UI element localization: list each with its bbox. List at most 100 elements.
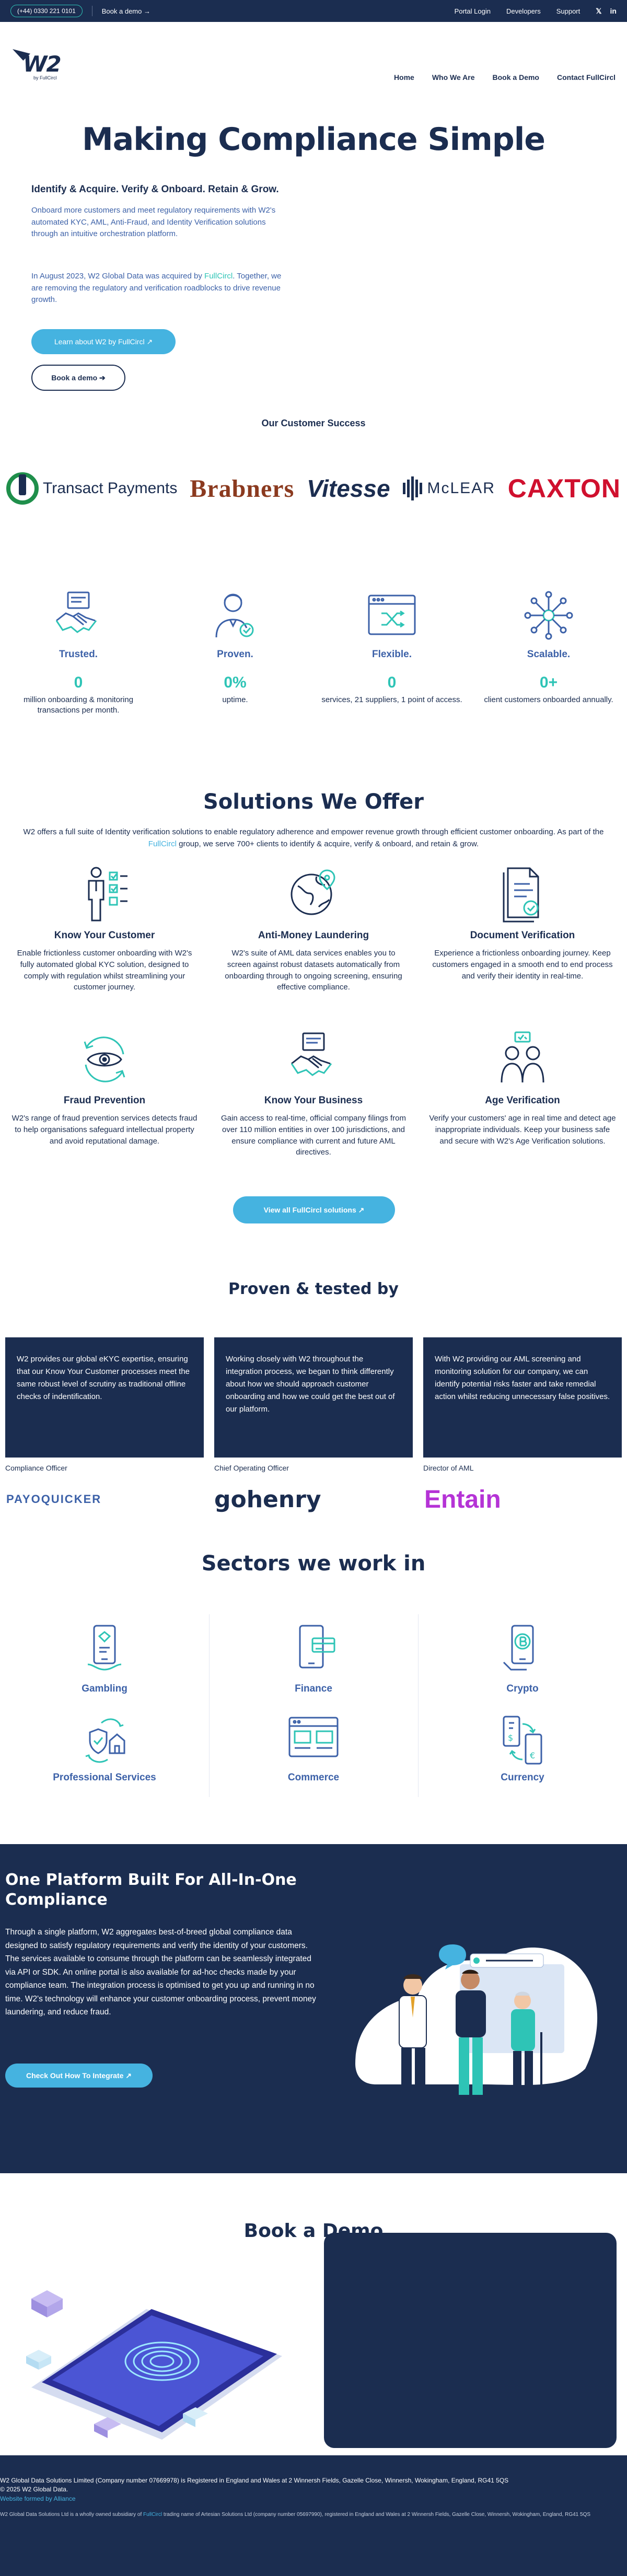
svg-text:$: $ — [508, 1733, 513, 1743]
testimonial-role: Director of AML — [423, 1464, 474, 1472]
transact-payments-logo: Transact Payments — [6, 472, 177, 505]
stat-number: 0+ — [539, 674, 558, 691]
phone-cards-icon — [78, 1623, 131, 1680]
customer-success-title: Our Customer Success — [261, 418, 366, 428]
sector-divider — [418, 1614, 419, 1797]
main-nav: Home Who We Are Book a Demo Contact Full… — [394, 73, 616, 81]
fullcircl-link[interactable]: FullCircl — [204, 272, 233, 281]
stat-proven: Proven. 0% uptime. — [165, 589, 306, 705]
testimonial-card: W2 provides our global eKYC expertise, e… — [5, 1337, 204, 1458]
stat-scalable: Scalable. 0+ client customers onboarded … — [478, 589, 619, 705]
hero-p2-text-end: . Together, we are removing the regulato… — [31, 272, 282, 304]
site-footer: W2 Global Data Solutions Limited (Compan… — [0, 2455, 627, 2576]
view-all-solutions-button[interactable]: View all FullCircl solutions ↗ — [233, 1196, 395, 1223]
social-links: 𝕏 in — [596, 7, 617, 16]
solutions-intro-text-end: group, we serve 700+ clients to identify… — [176, 839, 479, 848]
logo-text: W2 — [23, 51, 62, 77]
developers-link[interactable]: Developers — [506, 7, 541, 15]
shuffle-window-icon — [366, 589, 418, 642]
payoquicker-logo-text: PAYOQUICKER — [6, 1493, 102, 1506]
testimonial-role: Chief Operating Officer — [214, 1464, 289, 1472]
demo-form-panel[interactable] — [324, 2233, 617, 2448]
platform-section: One Platform Built For All-In-One Compli… — [0, 1844, 627, 2173]
vitesse-logo: Vitesse — [307, 475, 390, 502]
logo-subtext: by FullCircl — [33, 75, 57, 80]
solution-title: Know Your Customer — [54, 930, 155, 941]
business-handshake-icon — [287, 1030, 340, 1088]
hero-paragraph-1: Onboard more customers and meet regulato… — [31, 206, 276, 238]
solutions-title: Solutions We Offer — [203, 790, 424, 814]
hero-book-demo-button[interactable]: Book a demo ➔ — [31, 365, 125, 391]
payoquicker-logo: PAYOQUICKER — [6, 1484, 101, 1515]
integrate-button[interactable]: Check Out How To Integrate ↗ — [5, 2064, 153, 2088]
footer-copyright: © 2025 W2 Global Data. — [0, 2486, 68, 2493]
solution-description: Experience a frictionless onboarding jou… — [432, 949, 613, 981]
testimonial-role: Compliance Officer — [5, 1464, 67, 1472]
transact-mark-icon — [6, 472, 39, 505]
top-right-links: Portal Login Developers Support 𝕏 in — [455, 7, 617, 16]
stat-title: Trusted. — [59, 649, 98, 660]
stat-number: 0 — [74, 674, 83, 691]
sector-commerce: Commerce — [214, 1711, 413, 1784]
stat-description: uptime. — [222, 695, 248, 704]
sector-label: Finance — [295, 1683, 332, 1694]
platform-title: One Platform Built For All-In-One Compli… — [5, 1871, 297, 1909]
footer-alliance-link[interactable]: Website formed by Alliance — [0, 2495, 76, 2502]
w2-logo[interactable]: W2 by FullCircl — [13, 45, 75, 81]
hero-subtitle: Identify & Acquire. Verify & Onboard. Re… — [31, 184, 279, 195]
stat-title: Scalable. — [527, 649, 571, 660]
hero-paragraph-2: In August 2023, W2 Global Data was acqui… — [31, 271, 293, 306]
stat-title: Proven. — [217, 649, 253, 660]
sector-divider — [209, 1614, 210, 1797]
stat-description: million onboarding & monitoring transact… — [23, 695, 134, 715]
solution-kyc: Know Your Customer Enable frictionless c… — [5, 865, 204, 993]
solution-title: Document Verification — [470, 930, 575, 941]
document-check-icon — [496, 865, 549, 923]
twitter-icon[interactable]: 𝕏 — [596, 6, 602, 15]
sector-professional-services: Professional Services — [5, 1711, 204, 1784]
solution-age-verification: Age Verification Verify your customers' … — [423, 1030, 622, 1147]
handshake-icon — [52, 589, 104, 642]
solutions-fullcircl-link[interactable]: FullCircl — [148, 839, 177, 848]
stat-description: services, 21 suppliers, 1 point of acces… — [321, 695, 462, 704]
globe-pin-icon — [287, 865, 340, 923]
transact-logo-text: Transact Payments — [43, 480, 178, 497]
learn-about-button[interactable]: Learn about W2 by FullCircl ↗ — [31, 329, 176, 354]
portal-login-link[interactable]: Portal Login — [454, 7, 491, 15]
platform-text: Through a single platform, W2 aggregates… — [5, 1928, 316, 2017]
stat-flexible: Flexible. 0 services, 21 suppliers, 1 po… — [321, 589, 462, 705]
phone-card-icon — [287, 1623, 340, 1680]
solution-title: Anti-Money Laundering — [258, 930, 369, 941]
nav-contact[interactable]: Contact FullCircl — [556, 73, 616, 81]
browser-cart-icon — [287, 1711, 340, 1769]
sector-label: Professional Services — [53, 1772, 156, 1783]
nav-home[interactable]: Home — [393, 73, 414, 81]
shield-house-icon — [78, 1711, 131, 1769]
solution-kyb: Know Your Business Gain access to real-t… — [214, 1030, 413, 1158]
solution-description: Verify your customers' age in real time … — [429, 1114, 616, 1146]
solutions-intro: W2 offers a full suite of Identity verif… — [10, 826, 617, 850]
sector-label: Commerce — [287, 1772, 340, 1783]
caxton-logo: CAXTON — [507, 474, 621, 503]
testimonial-card: Working closely with W2 throughout the i… — [214, 1337, 413, 1458]
sector-label: Currency — [501, 1772, 544, 1783]
sector-label: Gambling — [82, 1683, 127, 1694]
nav-who-we-are[interactable]: Who We Are — [432, 73, 475, 81]
brabners-logo: Brabners — [190, 474, 295, 503]
stat-description: client customers onboarded annually. — [484, 695, 613, 704]
top-book-demo-link[interactable]: Book a demo → — [101, 7, 150, 15]
solution-description: Enable frictionless customer onboarding … — [17, 949, 192, 992]
solution-aml: Anti-Money Laundering W2's suite of AML … — [214, 865, 413, 993]
solution-description: W2's suite of AML data services enables … — [225, 949, 402, 992]
entain-logo: Entain — [424, 1484, 501, 1515]
solutions-intro-text: W2 offers a full suite of Identity verif… — [23, 827, 604, 836]
network-icon — [522, 589, 575, 642]
support-link[interactable]: Support — [556, 7, 580, 15]
nav-book-demo[interactable]: Book a Demo — [492, 73, 539, 81]
footer-fullcircl-link[interactable]: FullCircl — [143, 2512, 162, 2518]
phone-link[interactable]: (+44) 0330 221 0101 — [10, 5, 83, 17]
stat-title: Flexible. — [371, 649, 412, 660]
linkedin-icon[interactable]: in — [610, 6, 617, 15]
stat-trusted: Trusted. 0 million onboarding & monitori… — [8, 589, 149, 716]
entain-logo-text: Entain — [424, 1485, 501, 1513]
